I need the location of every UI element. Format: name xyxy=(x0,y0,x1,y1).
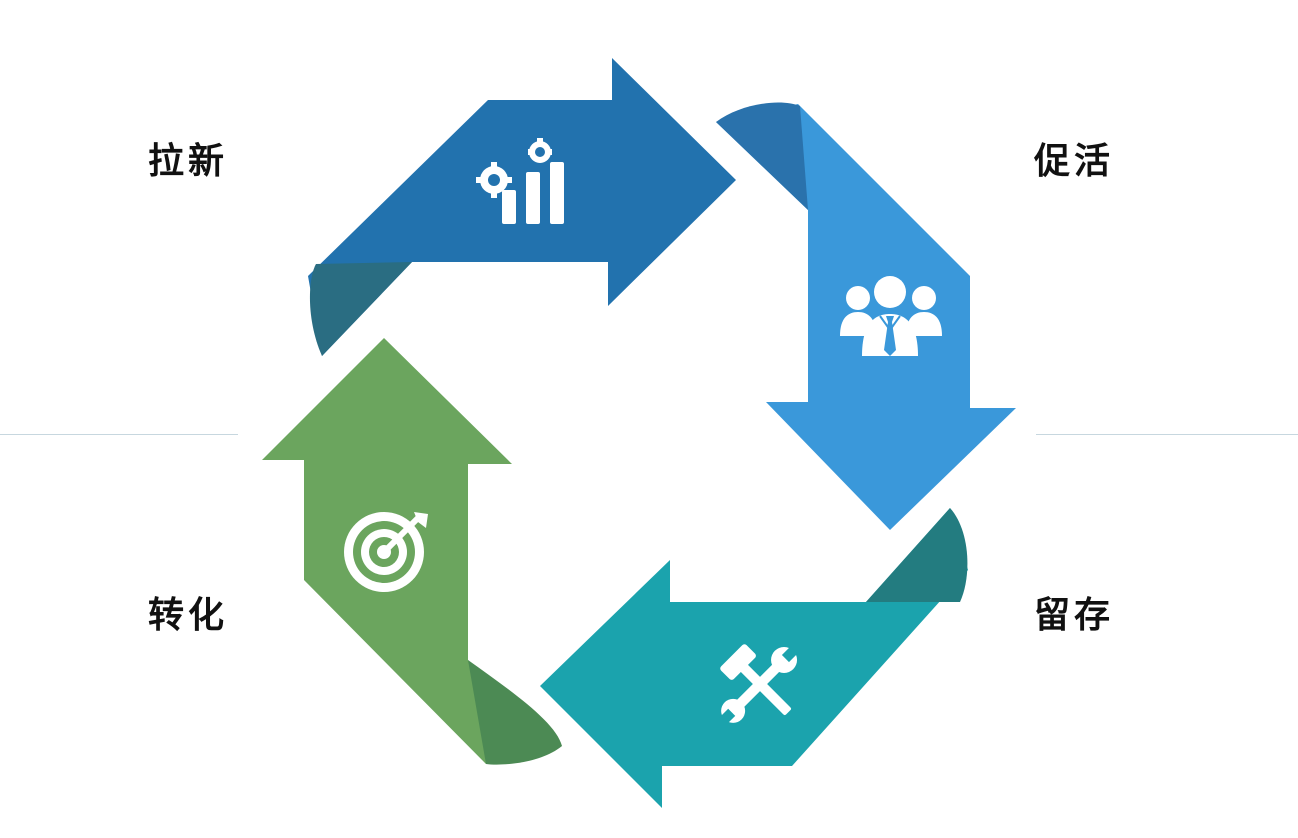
divider-right xyxy=(1036,434,1298,435)
arrow-conversion-fold xyxy=(468,660,562,765)
hammer-wrench-icon xyxy=(719,644,798,725)
arrow-acquisition xyxy=(308,58,736,356)
label-activation: 促活 xyxy=(1034,141,1115,182)
label-conversion: 转化 xyxy=(148,595,229,636)
gear-bar-chart-icon xyxy=(476,138,564,224)
divider-left xyxy=(0,434,238,435)
arrow-acquisition-fold xyxy=(309,262,412,356)
arrow-acquisition-body xyxy=(308,58,736,356)
target-arrow-icon xyxy=(344,512,428,592)
label-acquisition: 拉新 xyxy=(148,141,229,182)
arrow-retention-fold xyxy=(866,508,968,602)
label-retention: 留存 xyxy=(1034,595,1115,636)
arrow-activation-fold xyxy=(716,102,808,210)
business-team-icon xyxy=(840,276,942,356)
